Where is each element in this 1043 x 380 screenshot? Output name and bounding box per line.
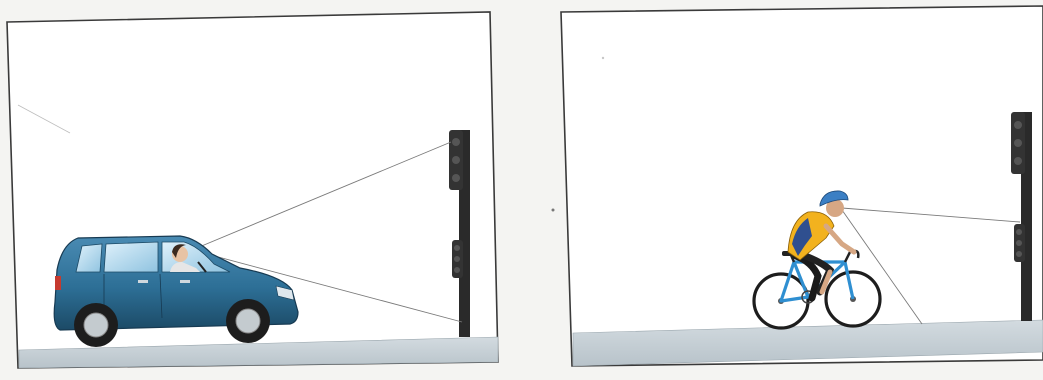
upper-signal-lamp [1014,157,1022,165]
car-side-window [104,242,158,272]
lower-signal-lamp [454,256,460,262]
panel-car [7,12,498,368]
upper-signal-lamp [1014,139,1022,147]
car-hubcap-front [236,309,260,333]
upper-signal-lamp [452,174,460,182]
car-door-handle [138,280,148,283]
panel-bicycle-frame [561,6,1043,366]
panel-bicycle [552,6,1043,366]
speck [552,209,555,212]
upper-signal-lamp [452,156,460,164]
upper-signal-lamp [1014,121,1022,129]
lower-signal-lamp [1016,240,1022,246]
lower-signal-lamp [1016,251,1022,257]
lower-signal-lamp [454,267,460,273]
lower-signal-lamp [454,245,460,251]
car-taillight [55,276,61,290]
lower-signal-lamp [1016,229,1022,235]
speck [602,57,604,59]
upper-signal-lamp [452,138,460,146]
car-door-handle [180,280,190,283]
car-hubcap-rear [84,313,108,337]
